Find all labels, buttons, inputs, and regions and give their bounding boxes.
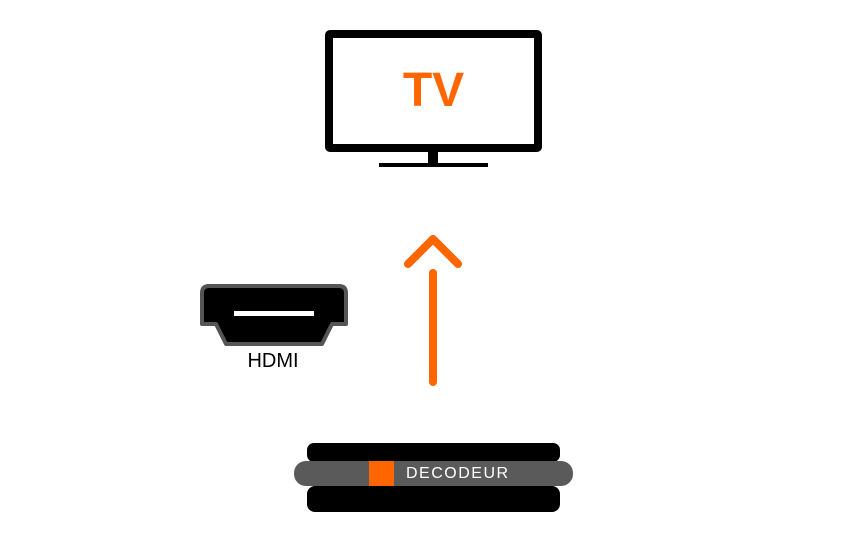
decoder-front-band [294,461,573,486]
tv-stand-neck [428,152,438,164]
decoder-label: DECODEUR [406,465,510,482]
decoder-bottom-layer [307,486,560,512]
tv-screen: TV [325,30,542,152]
hdmi-label: HDMI [247,350,299,372]
arrow-up-icon [404,235,462,386]
tv-stand-foot [379,163,488,167]
tv-label: TV [402,64,465,117]
decoder-top-layer [307,443,560,462]
hdmi-connector-icon [200,284,348,346]
decoder-accent-square [369,461,394,486]
